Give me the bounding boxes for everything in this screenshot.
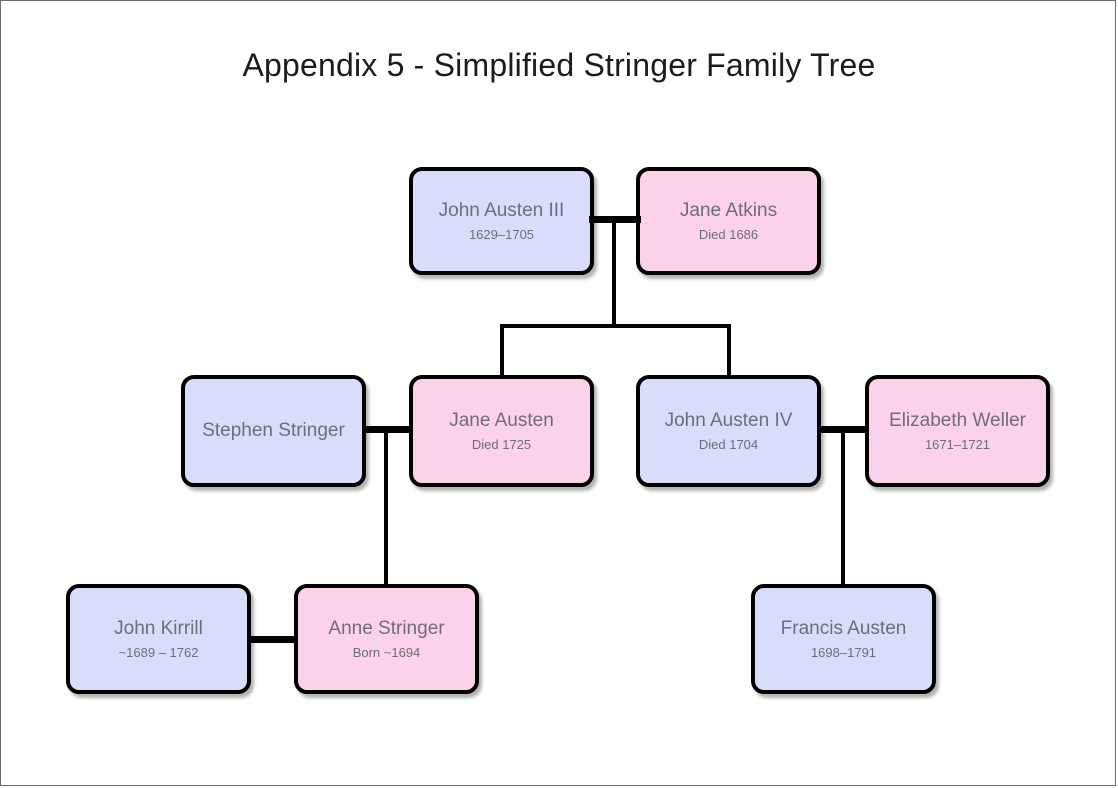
person-node-john-austen-iii[interactable]: John Austen III 1629–1705 xyxy=(409,167,594,275)
person-dates: ~1689 – 1762 xyxy=(118,645,199,661)
person-dates: 1698–1791 xyxy=(810,645,877,661)
person-name: Elizabeth Weller xyxy=(889,409,1026,431)
person-node-elizabeth-weller[interactable]: Elizabeth Weller 1671–1721 xyxy=(865,375,1050,487)
descent-line-stringer-anne xyxy=(384,429,388,586)
child-line-jane-austen xyxy=(500,324,504,376)
person-name: Anne Stringer xyxy=(328,617,445,639)
person-dates: 1629–1705 xyxy=(468,227,535,243)
marriage-link-kirrill-stringer xyxy=(248,636,298,643)
marriage-link-austen4-weller xyxy=(819,426,869,433)
marriage-link-stringer-austen xyxy=(363,426,413,433)
person-node-jane-austen[interactable]: Jane Austen Died 1725 xyxy=(409,375,594,487)
person-node-anne-stringer[interactable]: Anne Stringer Born ~1694 xyxy=(294,584,479,694)
person-dates: 1671–1721 xyxy=(924,437,991,453)
person-name: Jane Austen xyxy=(449,409,554,431)
page-title: Appendix 5 - Simplified Stringer Family … xyxy=(242,47,876,83)
person-node-francis-austen[interactable]: Francis Austen 1698–1791 xyxy=(751,584,936,694)
person-name: Francis Austen xyxy=(780,617,907,639)
person-name: Jane Atkins xyxy=(679,199,778,221)
person-node-john-kirrill[interactable]: John Kirrill ~1689 – 1762 xyxy=(66,584,251,694)
person-node-john-austen-iv[interactable]: John Austen IV Died 1704 xyxy=(636,375,821,487)
person-name: Stephen Stringer xyxy=(202,420,345,442)
person-node-stephen-stringer[interactable]: Stephen Stringer xyxy=(181,375,366,487)
sibling-bar-gen1 xyxy=(500,324,731,328)
descent-line-austen4-francis xyxy=(841,429,845,586)
child-line-john-austen-iv xyxy=(727,324,731,376)
marriage-link-austen3-atkins xyxy=(589,216,641,223)
person-name: John Austen III xyxy=(438,199,565,221)
person-dates: Died 1725 xyxy=(471,437,532,453)
person-dates: Died 1686 xyxy=(698,227,759,243)
person-dates: Born ~1694 xyxy=(352,645,421,661)
person-node-jane-atkins[interactable]: Jane Atkins Died 1686 xyxy=(636,167,821,275)
person-dates: Died 1704 xyxy=(698,437,759,453)
person-name: John Austen IV xyxy=(664,409,793,431)
person-name: John Kirrill xyxy=(114,617,203,639)
descent-line-austen3-children xyxy=(612,220,616,328)
